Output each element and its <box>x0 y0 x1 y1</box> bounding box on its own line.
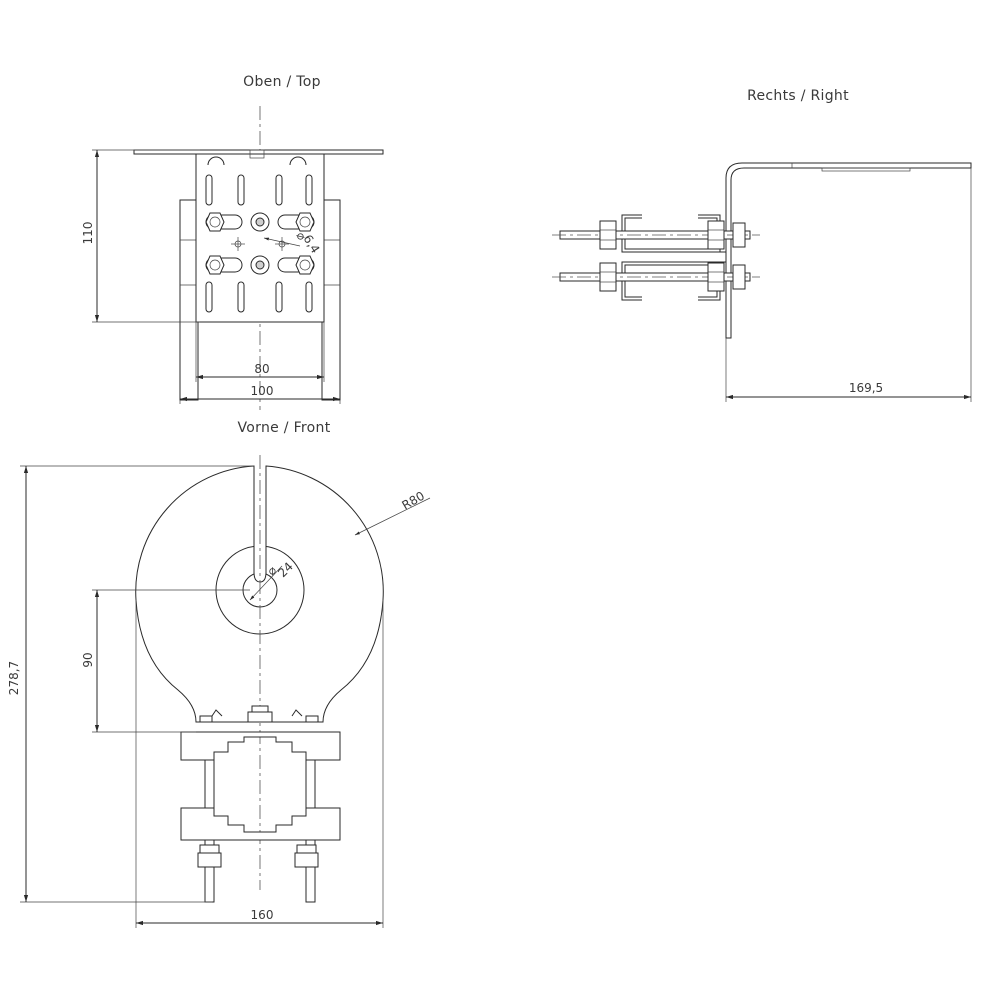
right-l-plate <box>725 162 972 339</box>
top-slots-upper <box>205 174 313 206</box>
front-lower-clamp <box>180 807 341 841</box>
top-view: Oben / Top <box>81 74 384 410</box>
top-dim-height: 110 <box>81 222 95 245</box>
right-dim-length: 169,5 <box>849 381 883 395</box>
top-mount-plate <box>133 149 384 155</box>
right-view-title: Rechts / Right <box>747 88 849 104</box>
right-nuts <box>599 220 746 292</box>
right-view: Rechts / Right <box>552 88 972 402</box>
front-view: Vorne / Front ⌀ 24 R80 <box>7 420 431 928</box>
top-clamp-rail-left <box>179 199 199 401</box>
top-dim-inner-width: 80 <box>254 362 269 376</box>
front-top-nut <box>247 711 273 723</box>
top-center-bolts <box>250 212 270 275</box>
front-view-title: Vorne / Front <box>238 420 331 436</box>
top-clamp-rail-right <box>321 199 341 401</box>
top-view-title: Oben / Top <box>243 74 321 90</box>
top-dim-outer-width: 100 <box>251 384 274 398</box>
front-dim-width: 160 <box>251 908 274 922</box>
front-lower-nuts <box>197 844 319 868</box>
front-dim-total-height: 278,7 <box>7 661 21 695</box>
top-hex-nuts <box>205 212 315 275</box>
front-upper-clamp <box>180 731 341 761</box>
right-threaded-rods <box>552 230 760 282</box>
front-dim-center-height: 90 <box>81 652 95 667</box>
top-bracket-plate <box>195 153 325 323</box>
top-slots-lower <box>205 281 313 313</box>
front-dim-radius: R80 <box>400 489 427 513</box>
front-dim-hole: 24 <box>275 559 296 580</box>
